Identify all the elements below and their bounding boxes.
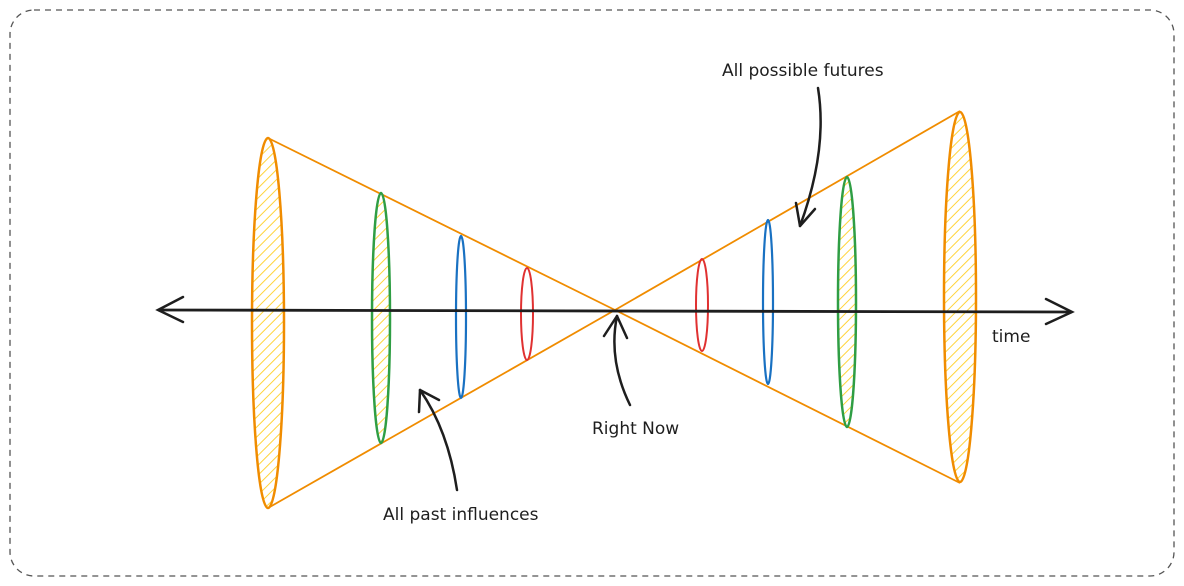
future-ring-blue	[761, 218, 775, 386]
future-ring-red	[695, 258, 709, 352]
past-ring-red	[520, 267, 534, 361]
past-annotation-arrow	[418, 388, 459, 492]
past-ring-blue	[454, 234, 468, 400]
past-cone-base-ellipse	[250, 136, 286, 510]
past-annotation-arrowhead	[417, 388, 441, 414]
future-cone-base-ellipse	[942, 110, 978, 484]
past-ring-green	[370, 191, 392, 445]
time-axis	[157, 308, 1073, 314]
future-cone-edge-upper	[614, 110, 961, 311]
now-annotation-arrow	[613, 314, 632, 407]
past-label: All past influences	[383, 505, 539, 525]
now-label: Right Now	[592, 419, 679, 439]
time-axis-left-arrowhead	[155, 295, 185, 324]
future-annotation-arrow	[798, 86, 822, 228]
now-annotation-arrowhead	[602, 314, 629, 340]
axis-label: time	[992, 327, 1030, 347]
diagram-frame	[9, 9, 1175, 577]
time-axis-right-arrowhead	[1044, 297, 1075, 326]
future-cone-edge-lower	[614, 309, 961, 484]
past-cone-edge-lower	[267, 309, 616, 509]
past-cone-edge-upper	[267, 137, 616, 311]
future-ring-green	[836, 175, 858, 429]
future-annotation-arrowhead	[794, 201, 817, 228]
future-label: All possible futures	[722, 61, 884, 81]
